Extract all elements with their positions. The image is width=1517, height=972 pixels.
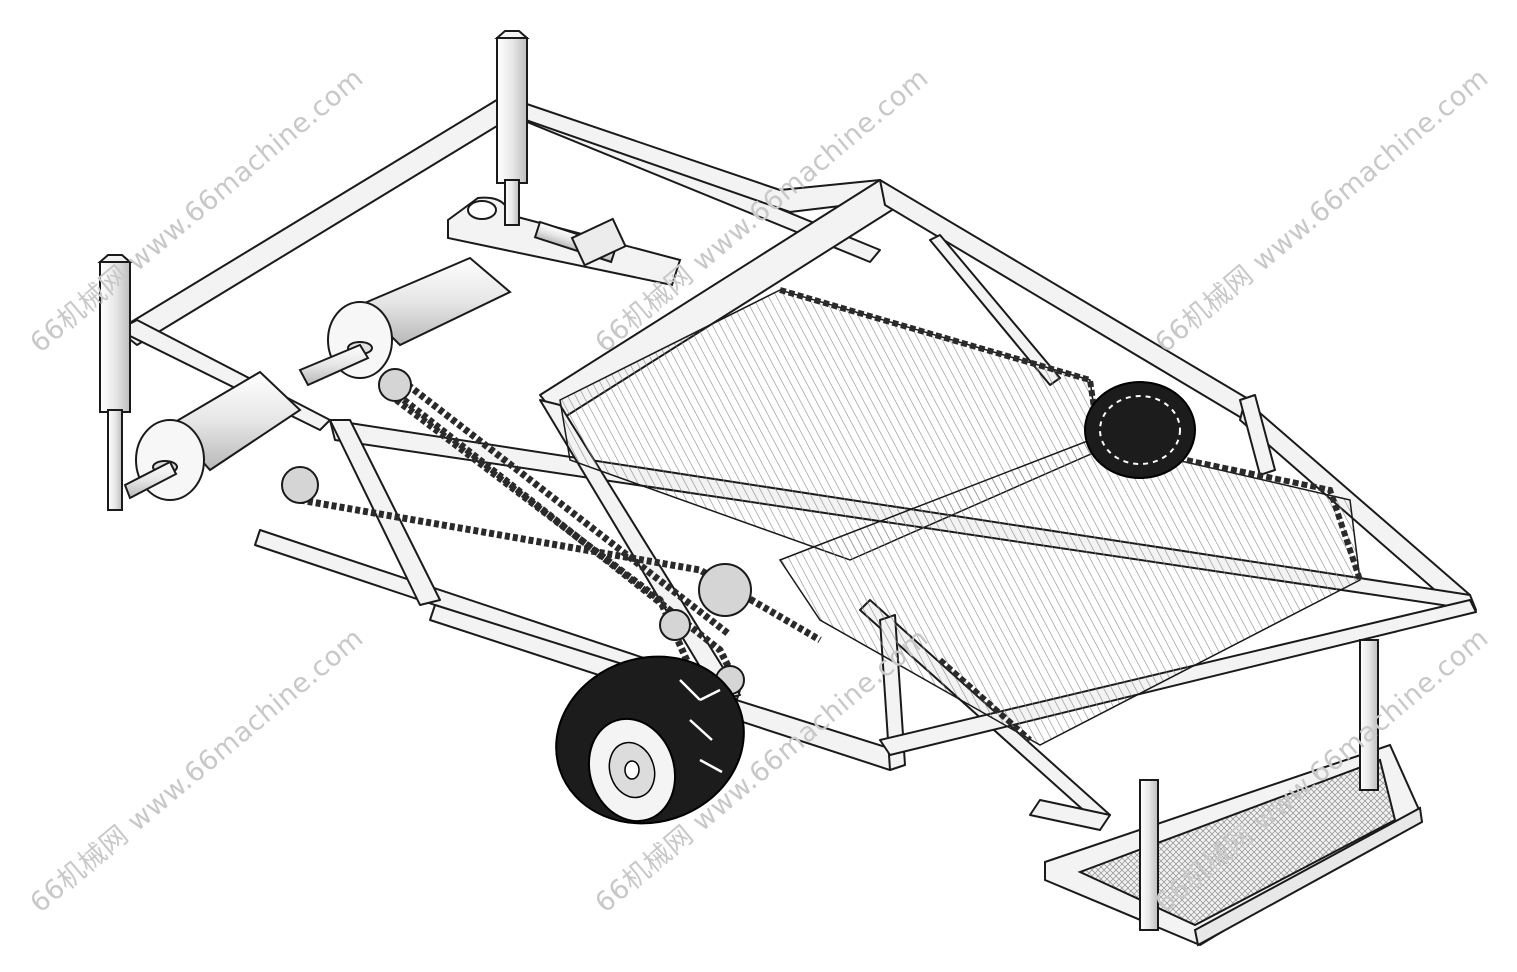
wheel-rear bbox=[1084, 381, 1196, 479]
wheel-front bbox=[555, 655, 745, 825]
motor-left bbox=[123, 370, 302, 501]
collector-tray bbox=[1044, 639, 1424, 947]
motor-right bbox=[298, 256, 512, 387]
vertical-posts bbox=[97, 30, 530, 511]
